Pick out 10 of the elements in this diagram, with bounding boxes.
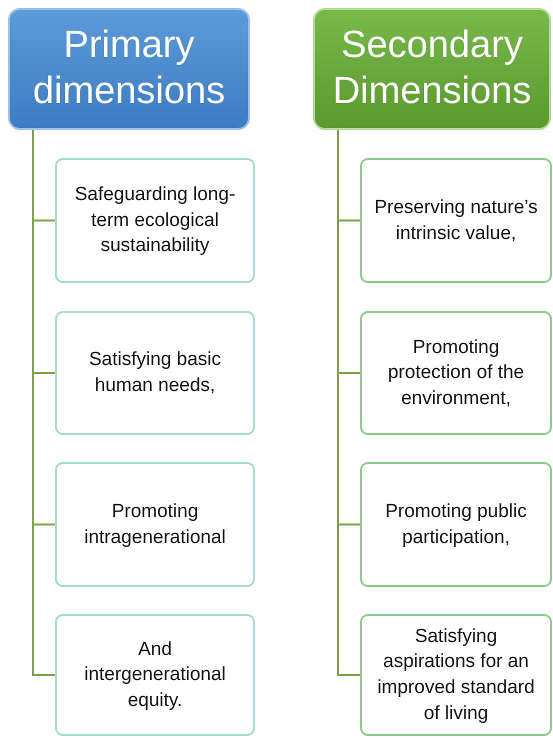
text-box: Satisfying basic human needs, bbox=[55, 311, 255, 435]
text-box: Promoting protection of the environment, bbox=[360, 311, 552, 435]
text-box: Promoting intragenerational bbox=[55, 462, 255, 587]
header-box: Secondary Dimensions bbox=[313, 8, 551, 130]
text-box: Promoting public participation, bbox=[360, 462, 552, 587]
header-box: Primary dimensions bbox=[8, 8, 250, 130]
text-box: Safeguarding long-term ecological sustainability bbox=[55, 158, 255, 283]
text-box: Preserving nature’s intrinsic value, bbox=[360, 158, 552, 283]
text-box: And intergenerational equity. bbox=[55, 614, 255, 736]
text-box: Satisfying aspirations for an improved standard of living bbox=[360, 614, 552, 736]
